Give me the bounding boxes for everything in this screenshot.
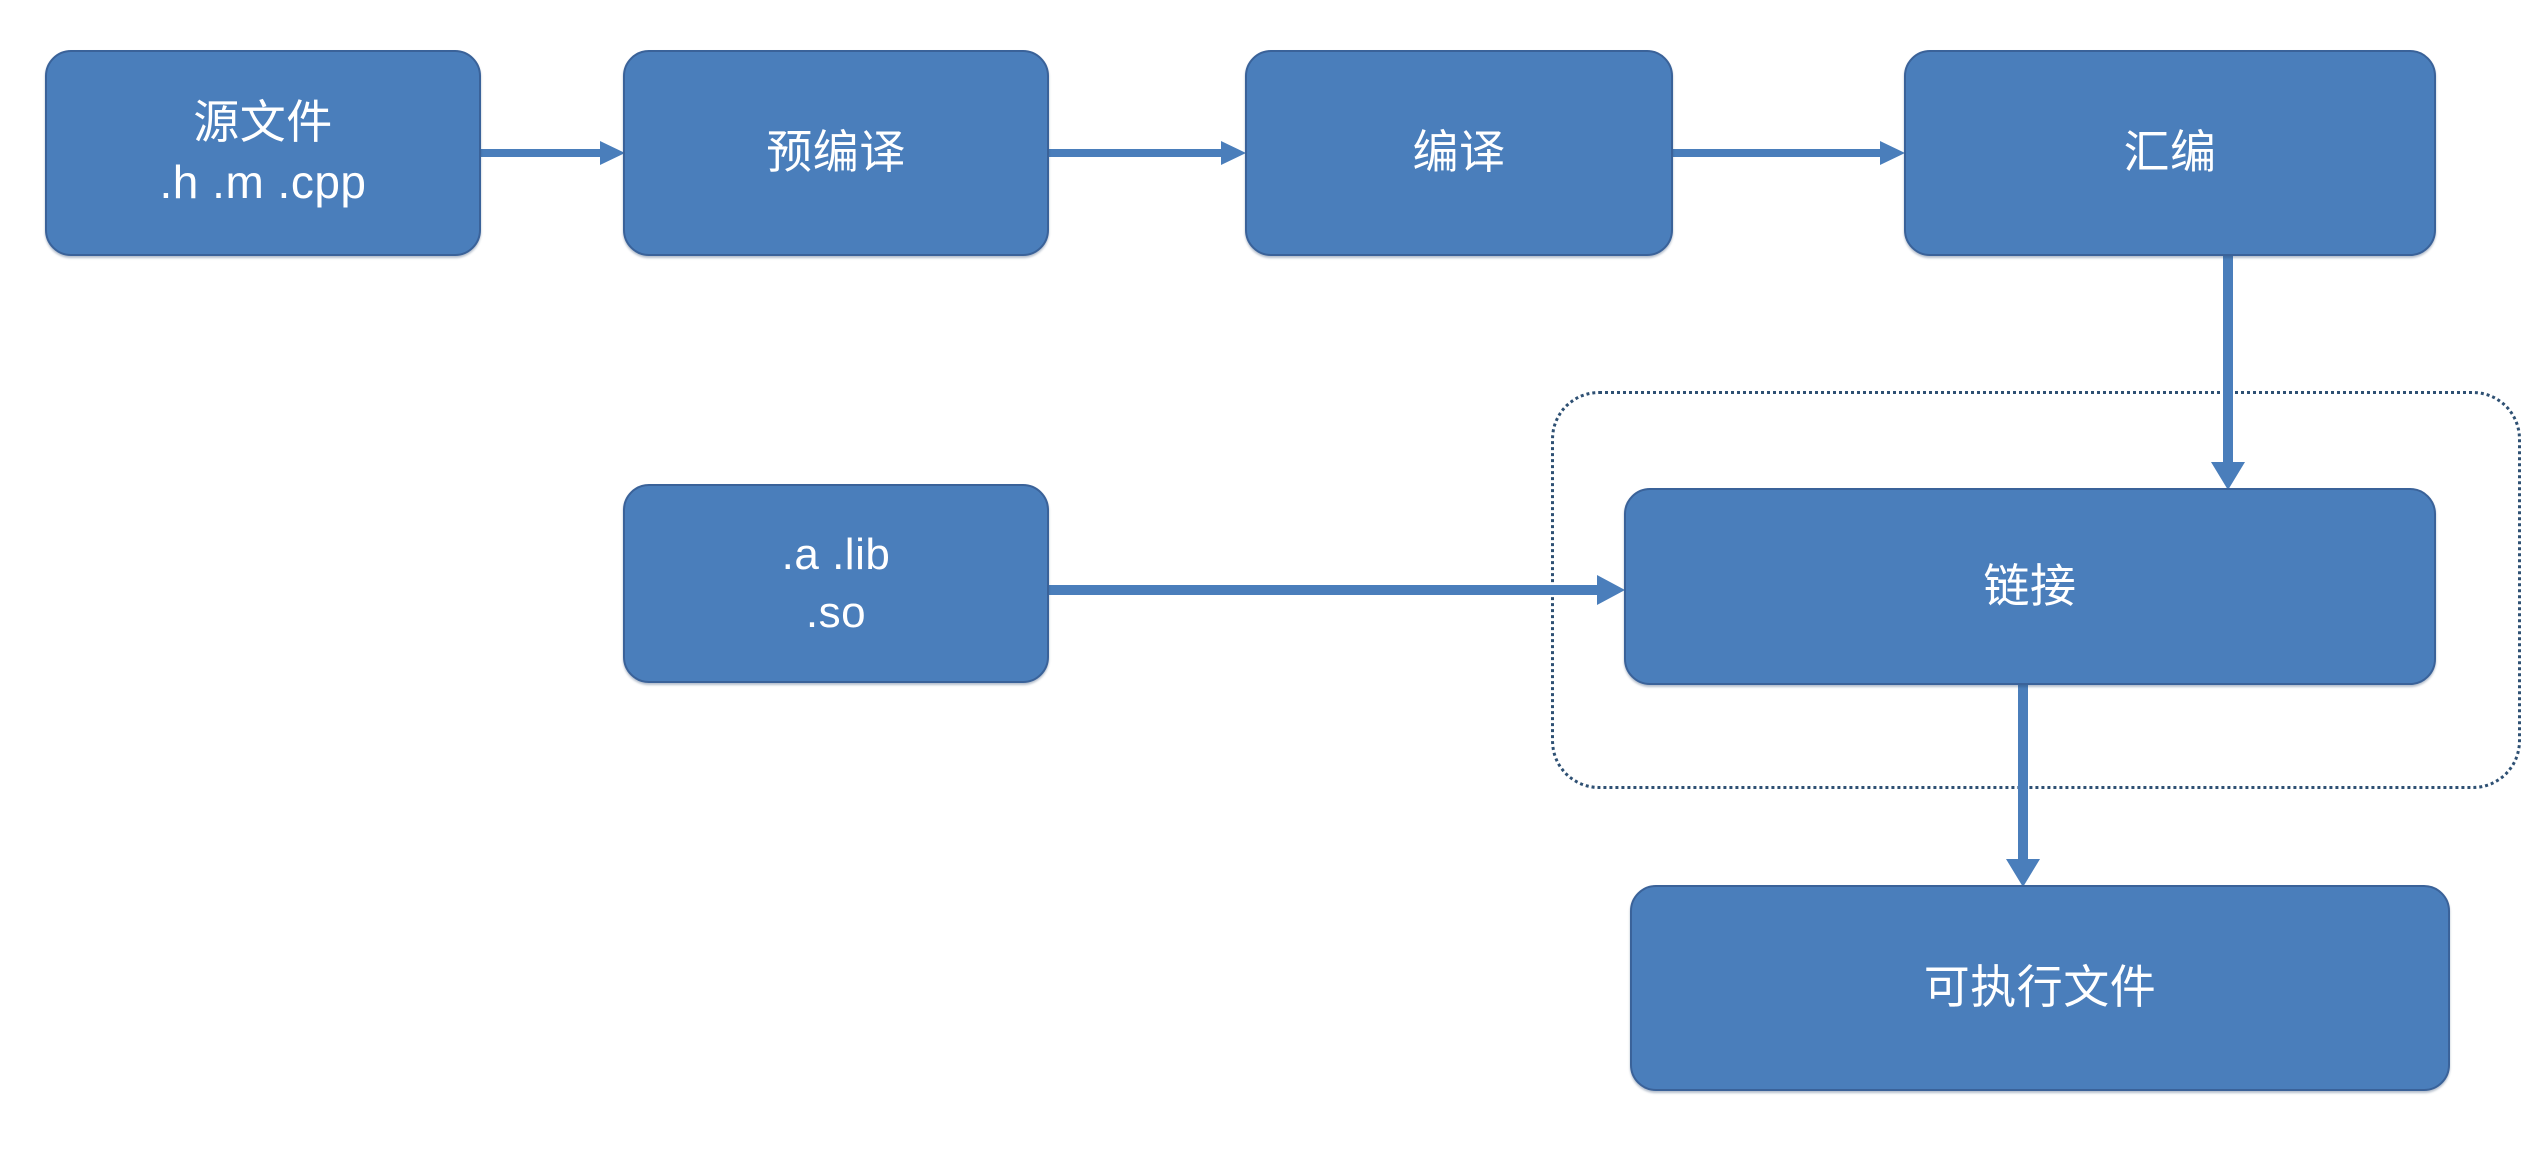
- node-link-label: 链接: [1983, 559, 2077, 612]
- node-precompile[interactable]: 预编译: [623, 50, 1049, 256]
- node-executable[interactable]: 可执行文件: [1630, 885, 2450, 1091]
- arrow-precompile-to-compile: [1046, 130, 1249, 176]
- node-precompile-label: 预编译: [766, 126, 906, 179]
- node-link[interactable]: 链接: [1624, 488, 2436, 685]
- node-source-file[interactable]: 源文件 .h .m .cpp: [45, 50, 481, 256]
- node-source-file-line1: 源文件: [193, 96, 333, 149]
- node-library-line1: .a .lib: [781, 530, 891, 580]
- arrow-compile-to-assemble: [1670, 130, 1908, 176]
- node-assemble[interactable]: 汇编: [1904, 50, 2436, 256]
- node-executable-label: 可执行文件: [1923, 961, 2157, 1014]
- arrow-library-to-link: [1046, 567, 1628, 613]
- arrow-link-to-executable: [2000, 682, 2046, 890]
- node-library[interactable]: .a .lib .so: [623, 484, 1049, 683]
- node-assemble-label: 汇编: [2123, 126, 2217, 179]
- arrow-assemble-to-link: [2205, 253, 2251, 493]
- node-compile-label: 编译: [1412, 126, 1506, 179]
- node-library-line2: .so: [805, 587, 867, 637]
- node-compile[interactable]: 编译: [1245, 50, 1673, 256]
- arrow-source-to-precompile: [478, 130, 628, 176]
- node-source-file-line2: .h .m .cpp: [159, 156, 367, 208]
